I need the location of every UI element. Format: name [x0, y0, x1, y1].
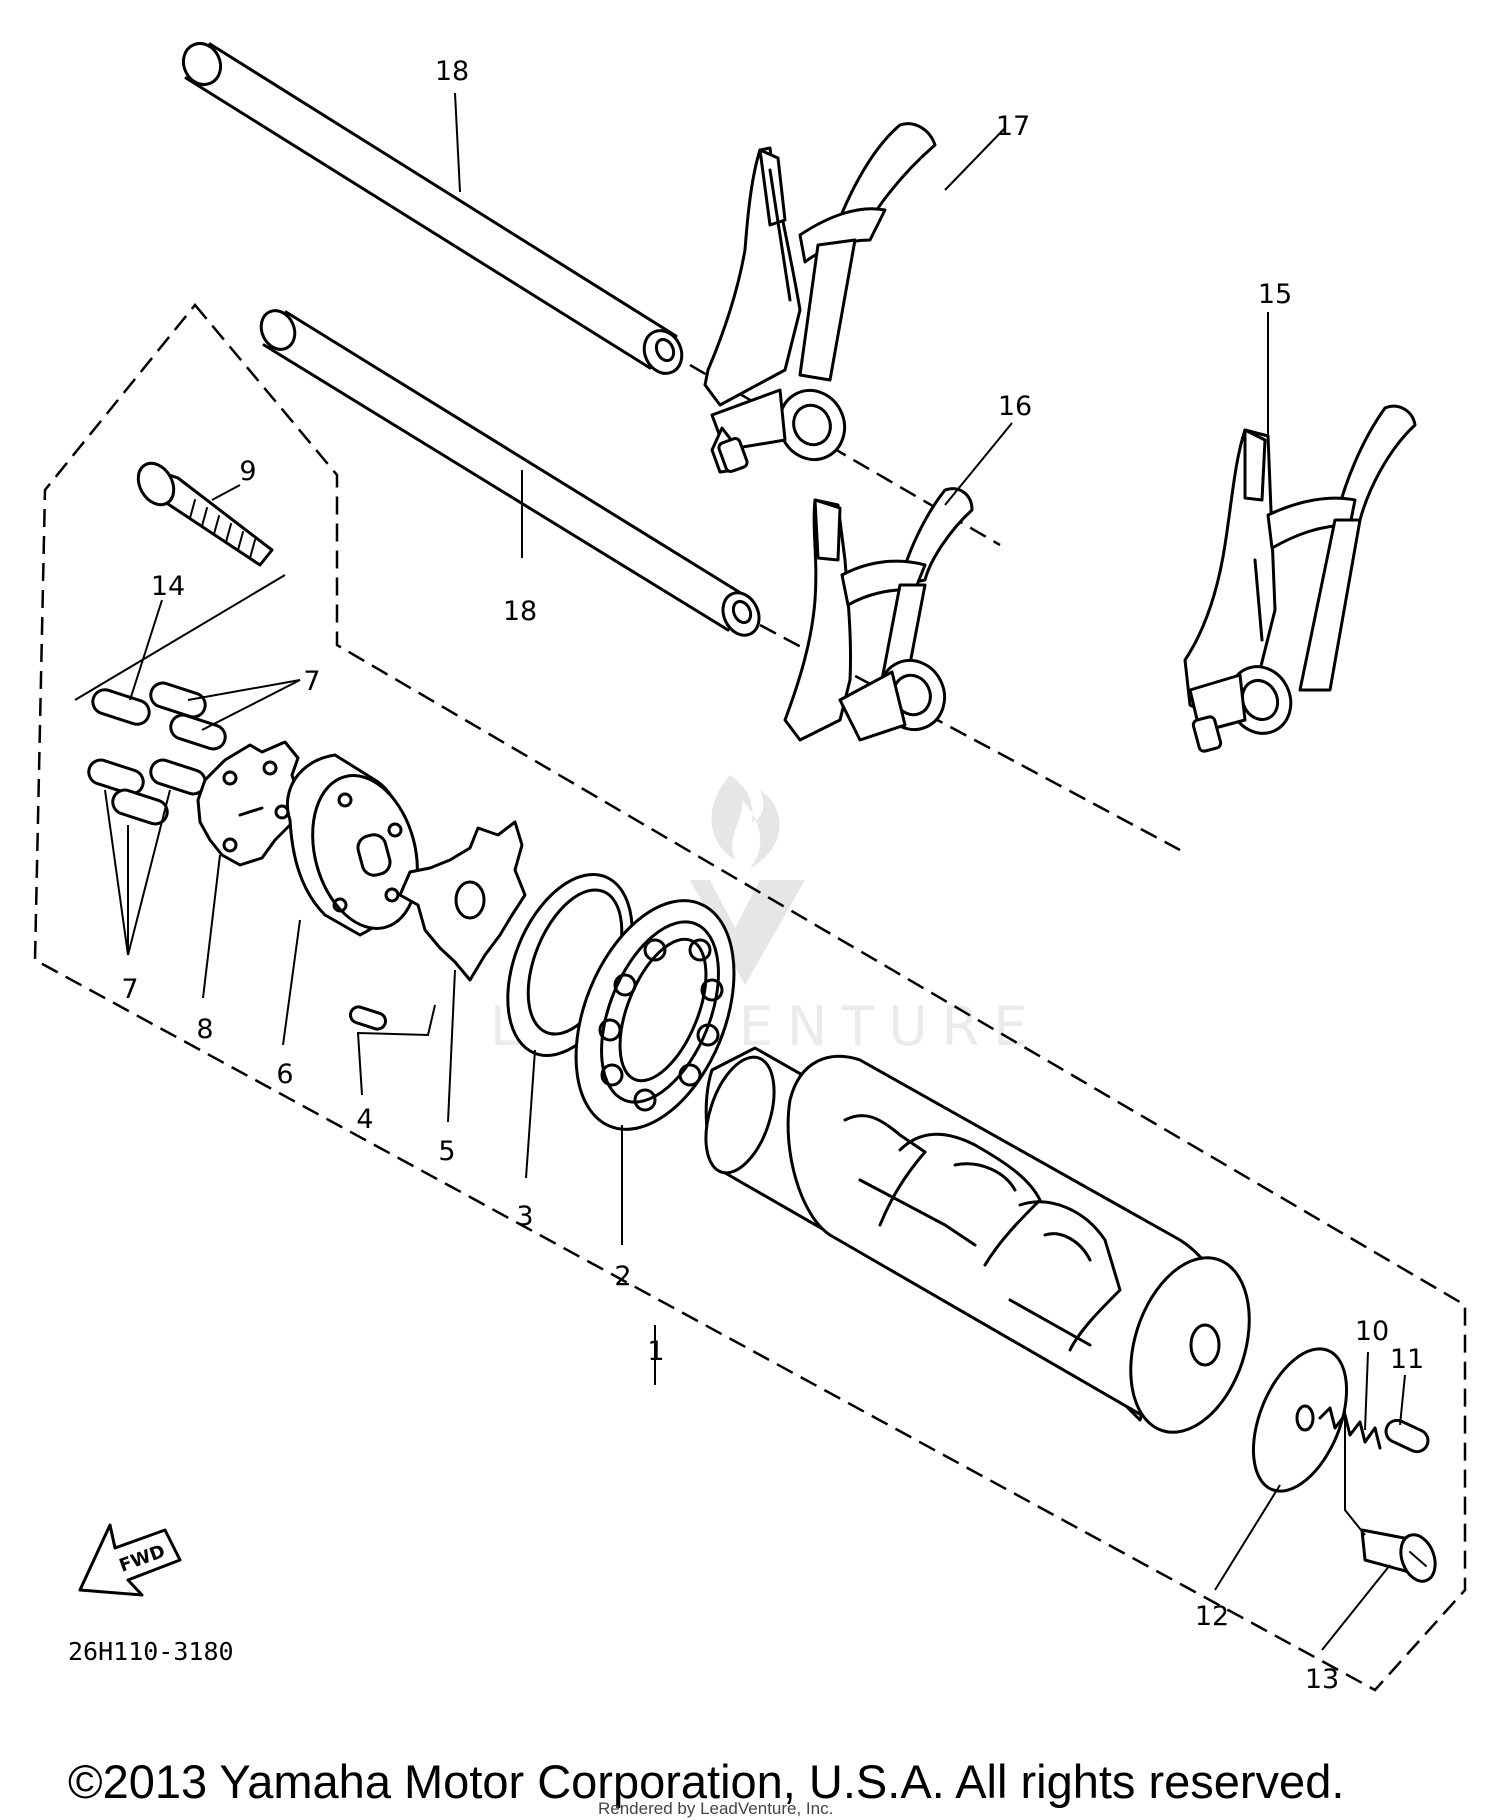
shift-fork-17 [703, 122, 937, 474]
pin-11 [1384, 1418, 1430, 1454]
callout-15: 15 [1258, 279, 1292, 310]
callout-6: 6 [276, 1059, 293, 1090]
callout-18-upper: 18 [435, 56, 469, 87]
shift-drum-1 [704, 1046, 1251, 1434]
rendered-note: Rendered by LeadVenture, Inc. [598, 1799, 833, 1818]
callout-18-lower: 18 [503, 596, 537, 627]
pins-7-lower [87, 758, 207, 826]
bolt-9-bracket [74, 574, 286, 701]
pin-14 [91, 688, 151, 726]
callout-13: 13 [1305, 1664, 1339, 1695]
fwd-arrow-icon: FWD [78, 1523, 182, 1597]
callout-11: 11 [1390, 1344, 1424, 1375]
callout-numbers: 18 17 15 16 9 18 14 7 7 8 6 4 5 3 2 1 10… [121, 56, 1424, 1695]
callout-5: 5 [438, 1136, 455, 1167]
callout-7-upper: 7 [303, 666, 320, 697]
guide-bar-upper [181, 42, 684, 375]
shift-fork-15 [1183, 404, 1417, 753]
copyright-text: ©2013 Yamaha Motor Corporation, U.S.A. A… [68, 1755, 1344, 1808]
callout-3: 3 [516, 1201, 533, 1232]
bearing-2 [574, 899, 736, 1131]
callout-10: 10 [1355, 1316, 1389, 1347]
leader-lines [104, 92, 1406, 1651]
spring-10 [1318, 1406, 1382, 1450]
pins-7-upper [149, 681, 227, 751]
callout-7-lower: 7 [121, 974, 138, 1005]
guide-bar-lower [259, 309, 761, 637]
callout-9: 9 [239, 456, 256, 487]
pin-4 [348, 1005, 388, 1031]
star-plate-5 [398, 820, 527, 982]
callout-16: 16 [998, 391, 1032, 422]
callout-14: 14 [151, 571, 185, 602]
cam-6 [285, 753, 419, 937]
callout-1: 1 [647, 1336, 664, 1367]
shift-fork-16 [783, 487, 974, 742]
callout-8: 8 [196, 1014, 213, 1045]
assembly-boundary [33, 303, 1467, 1692]
bolt-9 [136, 461, 274, 567]
washer-12 [1251, 1347, 1349, 1493]
callout-2: 2 [614, 1261, 631, 1292]
part-code: 26H110-3180 [68, 1637, 234, 1666]
segment-8 [196, 740, 302, 867]
callout-17: 17 [996, 111, 1030, 142]
screw-13 [1360, 1528, 1437, 1583]
callout-12: 12 [1195, 1601, 1229, 1632]
callout-4: 4 [356, 1104, 373, 1135]
